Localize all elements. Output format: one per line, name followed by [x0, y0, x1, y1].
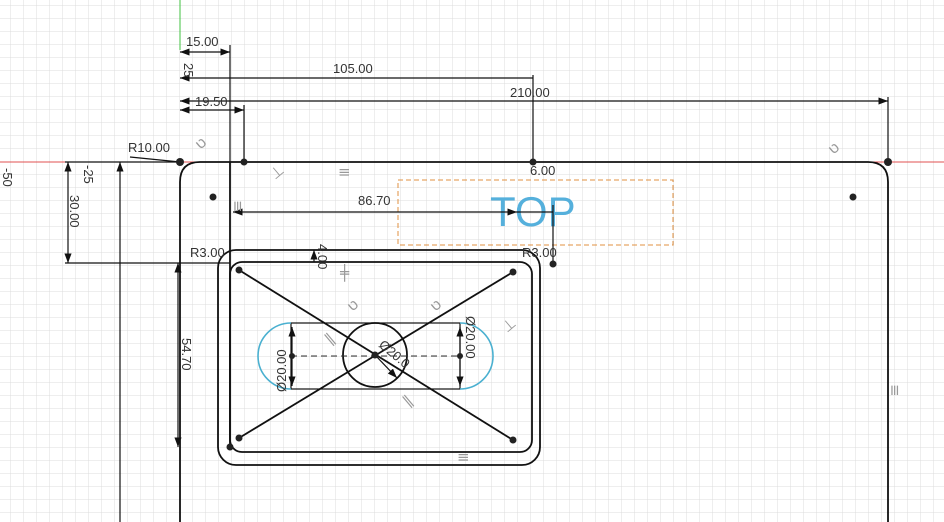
- dim-r10[interactable]: R10.00: [128, 140, 170, 155]
- parallel-icon: ╪: [339, 263, 350, 282]
- dimension-lines: [64, 48, 888, 522]
- slot-arc-left[interactable]: [257, 322, 292, 390]
- sketch-points[interactable]: [176, 158, 892, 451]
- dim-30[interactable]: 30.00: [67, 195, 82, 228]
- dim-slot-dia-right[interactable]: Ø20.00: [463, 316, 478, 359]
- dim-15[interactable]: 15.00: [186, 34, 219, 49]
- vertical-icon: ≡: [886, 384, 904, 397]
- dim-neg25[interactable]: -25: [81, 165, 96, 184]
- pocket-outer[interactable]: [217, 249, 541, 466]
- dim-19-50[interactable]: 19.50: [195, 94, 228, 109]
- horizontal-icon: ≡: [338, 163, 351, 181]
- dim-r3-left[interactable]: R3.00: [190, 245, 225, 260]
- pocket-inner[interactable]: [229, 261, 533, 453]
- slot-arc-right[interactable]: [459, 322, 494, 390]
- dim-slot-dia-left[interactable]: Ø20.00: [274, 349, 289, 392]
- horizontal-icon: ≡: [457, 448, 470, 466]
- dim-25[interactable]: 25: [181, 63, 196, 77]
- dim-r3-right[interactable]: R3.00: [522, 245, 557, 260]
- dim-neg50[interactable]: -50: [0, 168, 15, 187]
- dim-105[interactable]: 105.00: [333, 61, 373, 76]
- dim-6[interactable]: 6.00: [530, 163, 555, 178]
- dim-210[interactable]: 210.00: [510, 85, 550, 100]
- dim-54-70[interactable]: 54.70: [179, 338, 194, 371]
- dim-86-70[interactable]: 86.70: [358, 193, 391, 208]
- vertical-icon: ≡: [229, 200, 247, 213]
- dim-4[interactable]: 4.00: [315, 244, 330, 269]
- view-label-box: [397, 179, 674, 246]
